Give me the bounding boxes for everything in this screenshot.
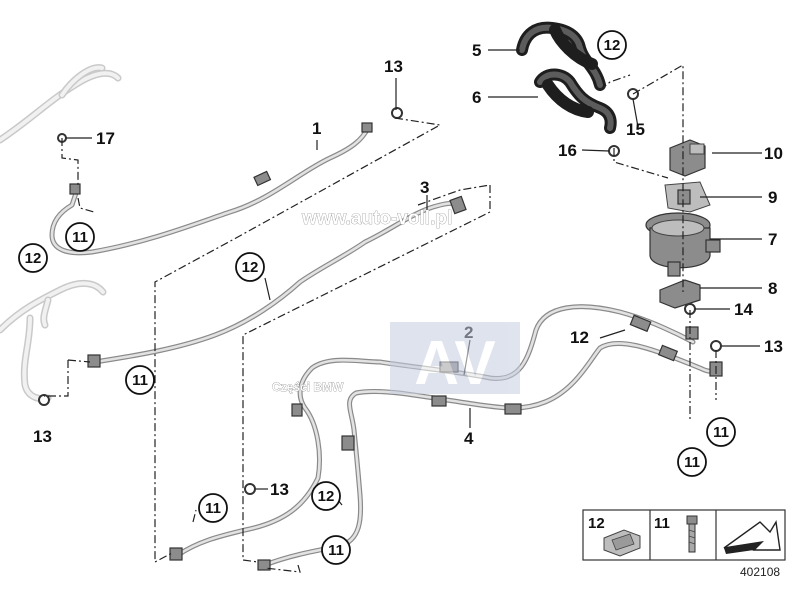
pipe-1 [49,122,373,256]
bolt-icon [686,515,698,553]
callout-10: 10 [764,144,783,163]
legend-item-b-number: 11 [654,515,670,532]
seal-ring-13-top [391,107,403,119]
callout-4: 4 [464,429,474,448]
callout-12-right: 12 [570,328,589,347]
callout-12-pipe4-bottom: 12 [311,481,341,511]
bracket-9 [664,181,711,213]
callout-13-mid: 13 [270,480,289,499]
callout-12-hose: 12 [597,30,627,60]
svg-text:11: 11 [132,372,148,389]
callout-11-right-a: 11 [677,447,707,477]
callout-6: 6 [472,88,481,107]
ghost-hose-top-left [0,64,122,144]
watermark-logo: AV [390,322,520,398]
valve-10 [669,139,706,177]
callout-16: 16 [558,141,577,160]
svg-text:12: 12 [242,259,259,276]
svg-text:11: 11 [684,454,700,471]
reference-lines [44,63,717,573]
callout-9: 9 [768,188,777,207]
callout-1: 1 [312,119,321,138]
callout-15: 15 [626,120,645,139]
seal-ring-13-mid [244,483,256,495]
pipe-3 [87,195,467,368]
svg-text:11: 11 [72,229,88,246]
svg-text:12: 12 [25,250,42,267]
arrow-icon [723,519,781,554]
ghost-hose-left [0,280,107,403]
seal-ring-13-left [38,394,50,406]
svg-text:12: 12 [604,37,621,54]
callout-11-right-b: 11 [706,417,736,447]
vacuum-unit-7 [645,212,721,277]
leader-lines [66,49,762,506]
legend-item-a-number: 12 [588,515,605,532]
hose-5 [516,21,606,91]
callout-3: 3 [420,178,429,197]
watermark-url: www.auto-voll.pl [301,208,452,229]
svg-text:11: 11 [713,424,729,441]
callout-8: 8 [768,279,777,298]
callout-14: 14 [734,300,753,319]
hose-6 [534,68,617,134]
callout-11-pipe1: 11 [65,222,95,252]
diagram-number: 402108 [740,565,780,579]
svg-text:AV: AV [414,329,496,398]
callout-17: 17 [96,129,115,148]
seal-ring-13-right [710,340,722,352]
callout-12-pipe1: 12 [18,243,48,273]
legend-box: 12 11 [582,509,786,561]
pipe-4 [257,340,723,571]
callout-5: 5 [472,41,481,60]
callout-11-pipe2-bottom: 11 [198,493,228,523]
clip-icon [603,529,641,557]
svg-text:11: 11 [205,500,221,517]
callout-11-pipe3: 11 [125,365,155,395]
callout-13-right: 13 [764,337,783,356]
gasket-8 [659,279,701,309]
callout-7: 7 [768,230,777,249]
svg-text:12: 12 [318,488,335,505]
svg-text:11: 11 [328,542,344,559]
watermark-caption: Części BMW [272,380,344,394]
callout-12-pipe3: 12 [235,252,265,282]
callout-13-top: 13 [384,57,403,76]
callout-13-left: 13 [33,427,52,446]
callout-11-pipe4-bottom: 11 [321,535,351,565]
